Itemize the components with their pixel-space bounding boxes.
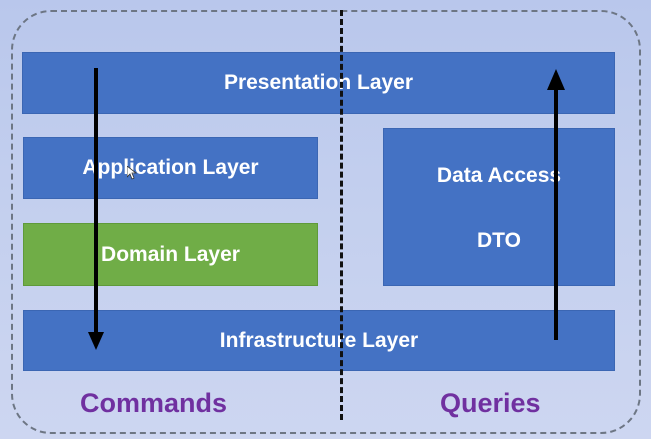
queries-label: Queries — [440, 388, 541, 418]
data-access-box: Data Access DTO — [383, 128, 615, 286]
command-query-divider — [340, 10, 343, 420]
commands-label: Commands — [80, 388, 228, 418]
infrastructure-layer-label: Infrastructure Layer — [219, 328, 419, 352]
presentation-layer-label: Presentation Layer — [223, 71, 414, 94]
presentation-layer-box: Presentation Layer — [22, 52, 615, 114]
application-layer-label: Application Layer — [82, 156, 259, 179]
mouse-cursor-icon — [127, 166, 137, 180]
dto-label: DTO — [477, 229, 521, 252]
infrastructure-layer-box: Infrastructure Layer — [23, 310, 615, 371]
dashed-frame — [11, 10, 641, 434]
domain-layer-label: Domain Layer — [101, 242, 240, 266]
data-access-label: Data Access — [436, 164, 562, 187]
domain-layer-box: Domain Layer — [23, 223, 318, 286]
application-layer-box: Application Layer — [23, 137, 318, 199]
